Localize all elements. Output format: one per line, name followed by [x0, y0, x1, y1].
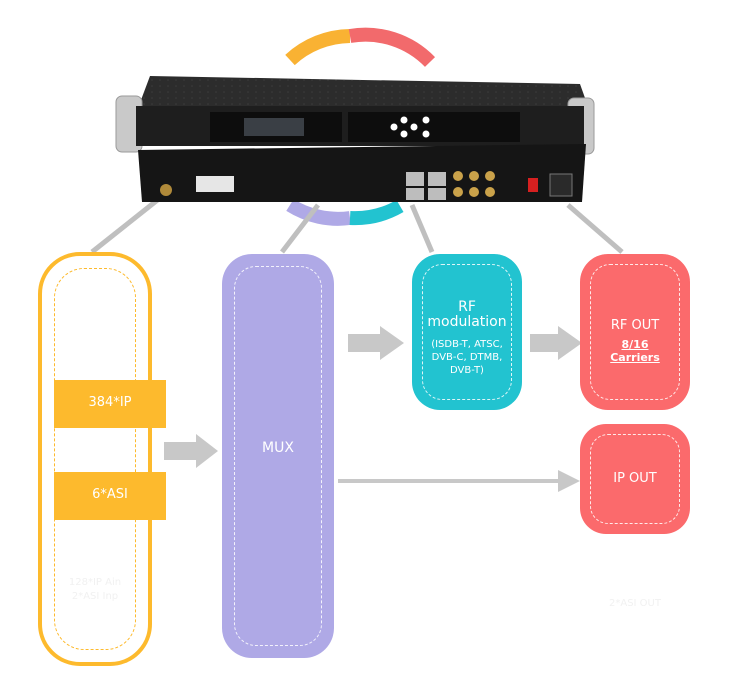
arrow-mux-to-rf-modulation [348, 326, 404, 360]
rf-modulation-dashed [422, 264, 512, 400]
connector-rf-out [566, 203, 624, 254]
input-item-ip-label: 384*IP [88, 395, 132, 410]
input-block-dashed [54, 268, 136, 650]
connector-rf-mod [409, 204, 435, 253]
mux-block [222, 254, 334, 658]
input-item-ip [54, 380, 166, 428]
arrow-input-to-mux [164, 434, 218, 468]
input-faint-note: 128*IP Ain 2*ASI Inp [68, 577, 122, 602]
rf-modulation-detail: (ISDB-T, ATSC, DVB-C, DTMB, DVB-T) [431, 339, 503, 376]
input-item-asi [54, 472, 166, 520]
mux-label: MUX [262, 440, 294, 456]
connector-mux [280, 203, 320, 254]
asi-out-faint-label: 2*ASI OUT [609, 598, 661, 609]
arrow-rf-modulation-to-rf-out [530, 326, 582, 360]
mux-block-dashed [234, 266, 322, 646]
rf-out-label: RF OUT [610, 318, 660, 333]
connector-input [90, 196, 162, 254]
input-item-asi-label: 6*ASI [92, 487, 128, 502]
rf-modulation-title: RF modulation [427, 299, 507, 330]
ip-out-label: IP OUT [613, 471, 657, 486]
rack-device [115, 76, 595, 202]
ip-out-dashed [590, 434, 680, 524]
rf-out-dashed [590, 264, 680, 400]
input-block [38, 252, 152, 666]
rf-out-sublabel: 8/16 Carriers [610, 338, 660, 364]
arrow-mux-to-ip-out [338, 470, 580, 492]
